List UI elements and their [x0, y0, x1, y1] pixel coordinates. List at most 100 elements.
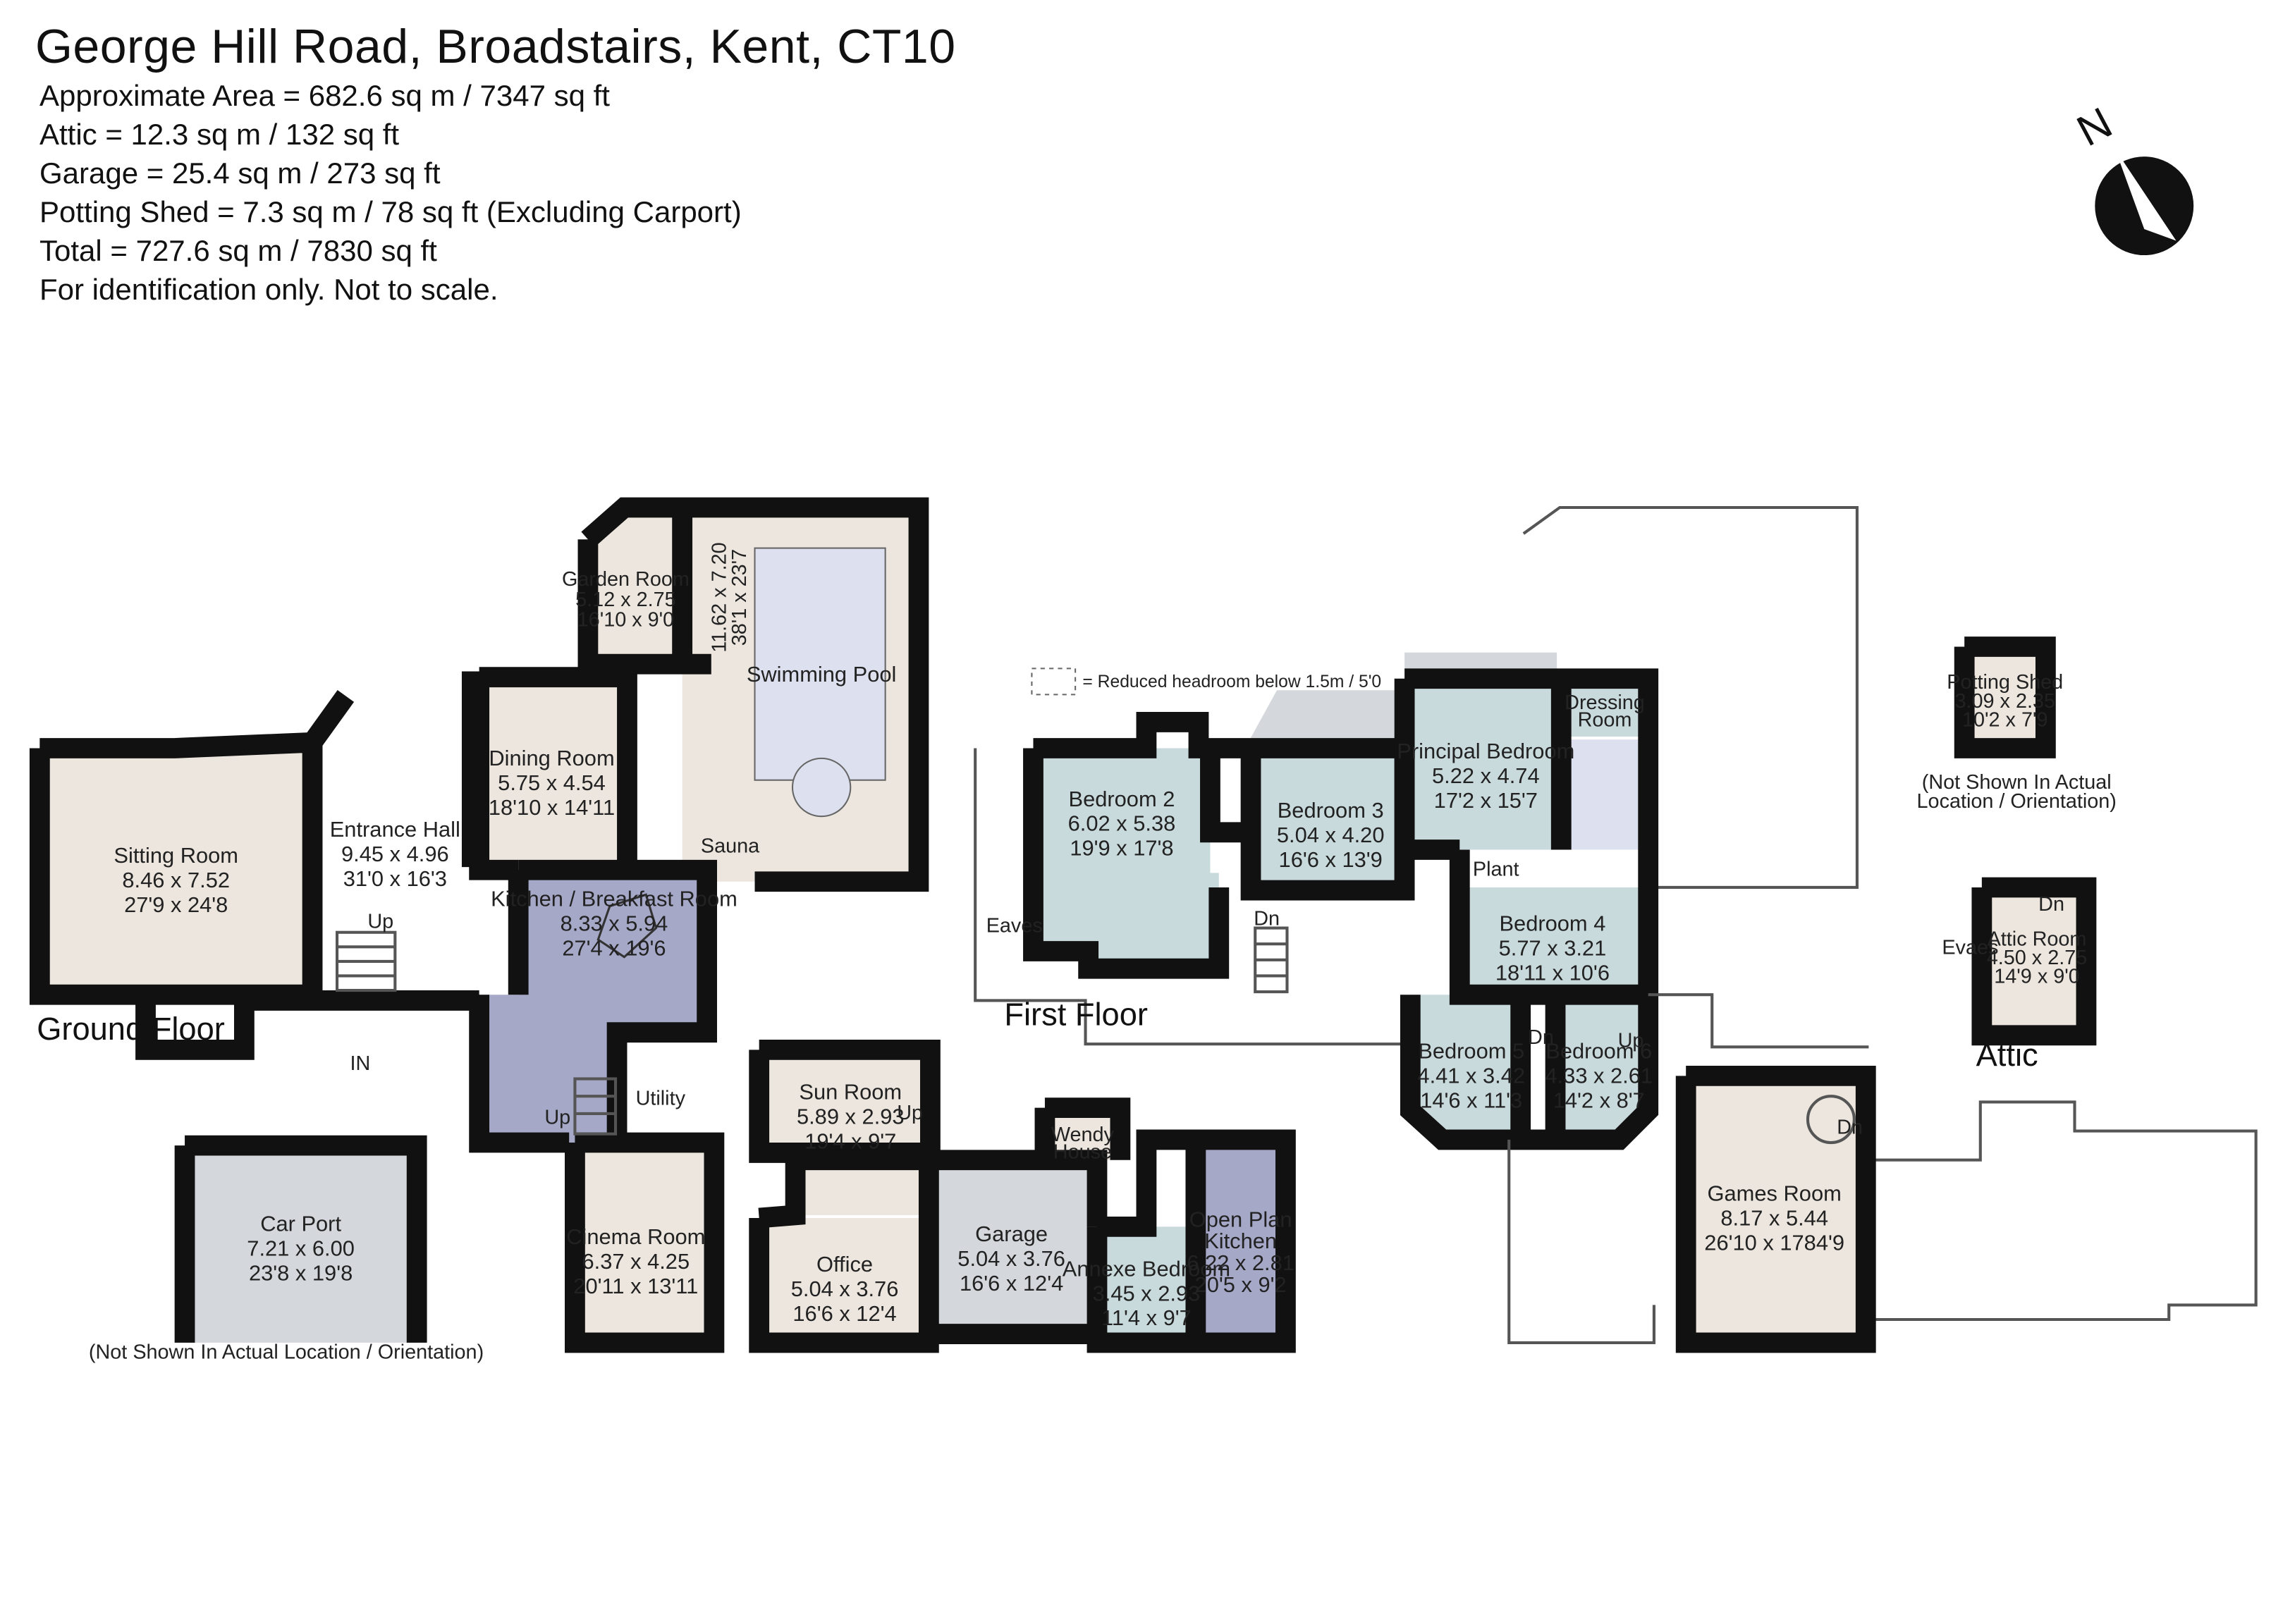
sitting-room-walls — [29, 690, 355, 1005]
front-walls — [135, 990, 570, 1153]
cinema-room-metric: 6.37 x 4.25 — [582, 1249, 690, 1274]
cinema-room-imperial: 20'11 x 13'11 — [573, 1274, 698, 1298]
attic-dn-label: Dn — [2038, 893, 2064, 916]
en-suite-fill — [1561, 739, 1648, 850]
info-area: Approximate Area = 682.6 sq m / 7347 sq … — [39, 79, 610, 112]
open-plan-label-2: Kitchen — [1204, 1229, 1277, 1253]
dressing-room-label-2: Room — [1578, 709, 1632, 732]
annexe-bedroom-fill — [1100, 1226, 1196, 1343]
potting-shed-note-1: (Not Shown In Actual — [1922, 771, 2112, 794]
compass: N — [2069, 98, 2194, 256]
games-room-walls — [1675, 1065, 1876, 1353]
sitting-room-label: Sitting Room — [114, 843, 238, 868]
legend-text: = Reduced headroom below 1.5m / 5'0 — [1082, 672, 1381, 691]
entrance-hall-label: Entrance Hall — [330, 817, 460, 842]
page-title: George Hill Road, Broadstairs, Kent, CT1… — [35, 20, 956, 73]
pool-hall-metric: 11.62 x 7.20 — [708, 542, 730, 652]
potting-shed-metric: 3.09 x 2.35 — [1955, 690, 2056, 713]
dressing-room-label: Dressing — [1565, 691, 1645, 714]
games-room-imperial: 26'10 x 1784'9 — [1704, 1230, 1844, 1255]
annexe-bedroom-metric: 3.45 x 2.93 — [1093, 1281, 1201, 1305]
bedroom-5-fill — [1410, 995, 1521, 1140]
principal-bedroom-metric: 5.22 x 4.74 — [1432, 763, 1540, 788]
sun-room-up-label: Up — [897, 1102, 923, 1124]
bedroom-4-fill — [1459, 887, 1648, 992]
roof-outline-left — [974, 748, 1405, 1046]
games-room-label: Games Room — [1708, 1181, 1842, 1205]
dining-room-imperial: 18'10 x 14'11 — [489, 795, 615, 820]
office-metric: 5.04 x 3.76 — [791, 1277, 899, 1301]
wendy-walls — [1034, 1097, 1131, 1160]
north-letter: N — [2069, 98, 2120, 156]
roof-outline-right — [1522, 505, 1859, 890]
garden-room-metric: 5.12 x 2.75 — [575, 589, 676, 611]
sitting-room-imperial: 27'9 x 24'8 — [124, 892, 228, 917]
potting-shed-note-2: Location / Orientation) — [1917, 790, 2117, 813]
potting-shed-walls — [1954, 636, 2056, 758]
info-attic: Attic = 12.3 sq m / 132 sq ft — [39, 118, 400, 151]
bedroom-4-metric: 5.77 x 3.21 — [1499, 936, 1607, 961]
info-potting-shed: Potting Shed = 7.3 sq m / 78 sq ft (Excl… — [39, 195, 742, 228]
first-dn-label: Dn — [1254, 907, 1280, 930]
bedroom-up-label: Up — [1618, 1029, 1644, 1052]
garden-room-imperial: 16'10 x 9'0 — [577, 609, 674, 632]
bedroom-5-6-walls — [1400, 995, 1659, 1150]
header: George Hill Road, Broadstairs, Kent, CT1… — [35, 17, 956, 309]
swimming-pool-label: Swimming Pool — [747, 662, 897, 687]
sauna-label: Sauna — [701, 835, 760, 858]
office-label: Office — [816, 1252, 873, 1277]
outbuildings: Games Room 8.17 x 5.44 26'10 x 1784'9 Dn… — [1507, 636, 2258, 1353]
office-imperial: 16'6 x 12'4 — [792, 1301, 896, 1326]
office-fill — [764, 1218, 925, 1346]
bedroom-6-imperial: 14'2 x 8'7 — [1553, 1088, 1645, 1113]
bedroom-2-3-walls — [1023, 712, 1415, 979]
dining-walls — [461, 667, 637, 880]
pool-spa-fill — [791, 757, 852, 818]
kitchen-fill — [479, 870, 707, 1143]
potting-shed-label: Potting Shed — [1947, 671, 2063, 694]
utility-label: Utility — [636, 1088, 686, 1110]
info-disclaimer: For identification only. Not to scale. — [39, 273, 498, 306]
info-total: Total = 727.6 sq m / 7830 sq ft — [39, 234, 437, 267]
attic-room-fill — [1981, 887, 2086, 1035]
potting-shed-fill — [1964, 646, 2046, 749]
bedroom-2-metric: 6.02 x 5.38 — [1068, 811, 1176, 836]
pool-hall-imperial: 38'1 x 23'7 — [728, 549, 751, 646]
bedroom-3-label: Bedroom 3 — [1278, 798, 1384, 823]
attic-evaes-label: Evaes — [1942, 937, 1998, 959]
kitchen-imperial: 27'4 x 19'6 — [562, 936, 666, 961]
sun-room-imperial: 19'4 x 9'7 — [804, 1128, 896, 1153]
potting-shed-imperial: 10'2 x 7'9 — [1962, 709, 2047, 732]
entrance-hall-imperial: 31'0 x 16'3 — [343, 866, 447, 891]
principal-bedroom-label: Principal Bedroom — [1397, 739, 1574, 763]
garage-walls — [929, 1150, 1108, 1344]
bedroom-3-fill — [1251, 748, 1408, 891]
bedroom-6-label: Bedroom 6 — [1545, 1039, 1652, 1064]
games-dn-label: Dn — [1837, 1116, 1863, 1139]
kitchen-metric: 8.33 x 5.94 — [561, 911, 668, 936]
bedroom-3-metric: 5.04 x 4.20 — [1277, 823, 1385, 847]
bedroom-2-label: Bedroom 2 — [1069, 787, 1175, 811]
car-port-note: (Not Shown In Actual Location / Orientat… — [89, 1341, 484, 1364]
dining-room-label: Dining Room — [489, 746, 614, 770]
attic-label: Attic — [1976, 1037, 2038, 1073]
garage-metric: 5.04 x 3.76 — [957, 1246, 1065, 1271]
car-port-fill — [185, 1145, 417, 1343]
lower-outline — [1507, 993, 1869, 1344]
kitchen-up-label: Up — [544, 1106, 570, 1128]
bedroom-5-metric: 4.41 x 3.42 — [1417, 1064, 1525, 1088]
ground-up-label: Up — [367, 911, 393, 933]
bedroom-5-imperial: 14'6 x 11'3 — [1420, 1088, 1522, 1113]
ground-floor: Sitting Room 8.46 x 7.52 27'9 x 24'8 Ent… — [29, 497, 1296, 1364]
entrance-hall-metric: 9.45 x 4.96 — [341, 842, 449, 866]
in-label: IN — [350, 1052, 371, 1075]
annexe-walls — [1086, 1129, 1296, 1353]
open-plan-kitchen-fill — [1195, 1139, 1286, 1343]
dining-room-metric: 5.75 x 4.54 — [498, 770, 606, 795]
sitting-room-metric: 8.46 x 7.52 — [122, 868, 230, 892]
cinema-walls — [565, 1132, 725, 1353]
first-floor: = Reduced headroom below 1.5m / 5'0 Bedr… — [974, 505, 1859, 1150]
wendy-house-label: Wendy — [1051, 1124, 1115, 1146]
bathroom-fill — [1088, 873, 1219, 966]
sun-room-label: Sun Room — [799, 1079, 902, 1104]
